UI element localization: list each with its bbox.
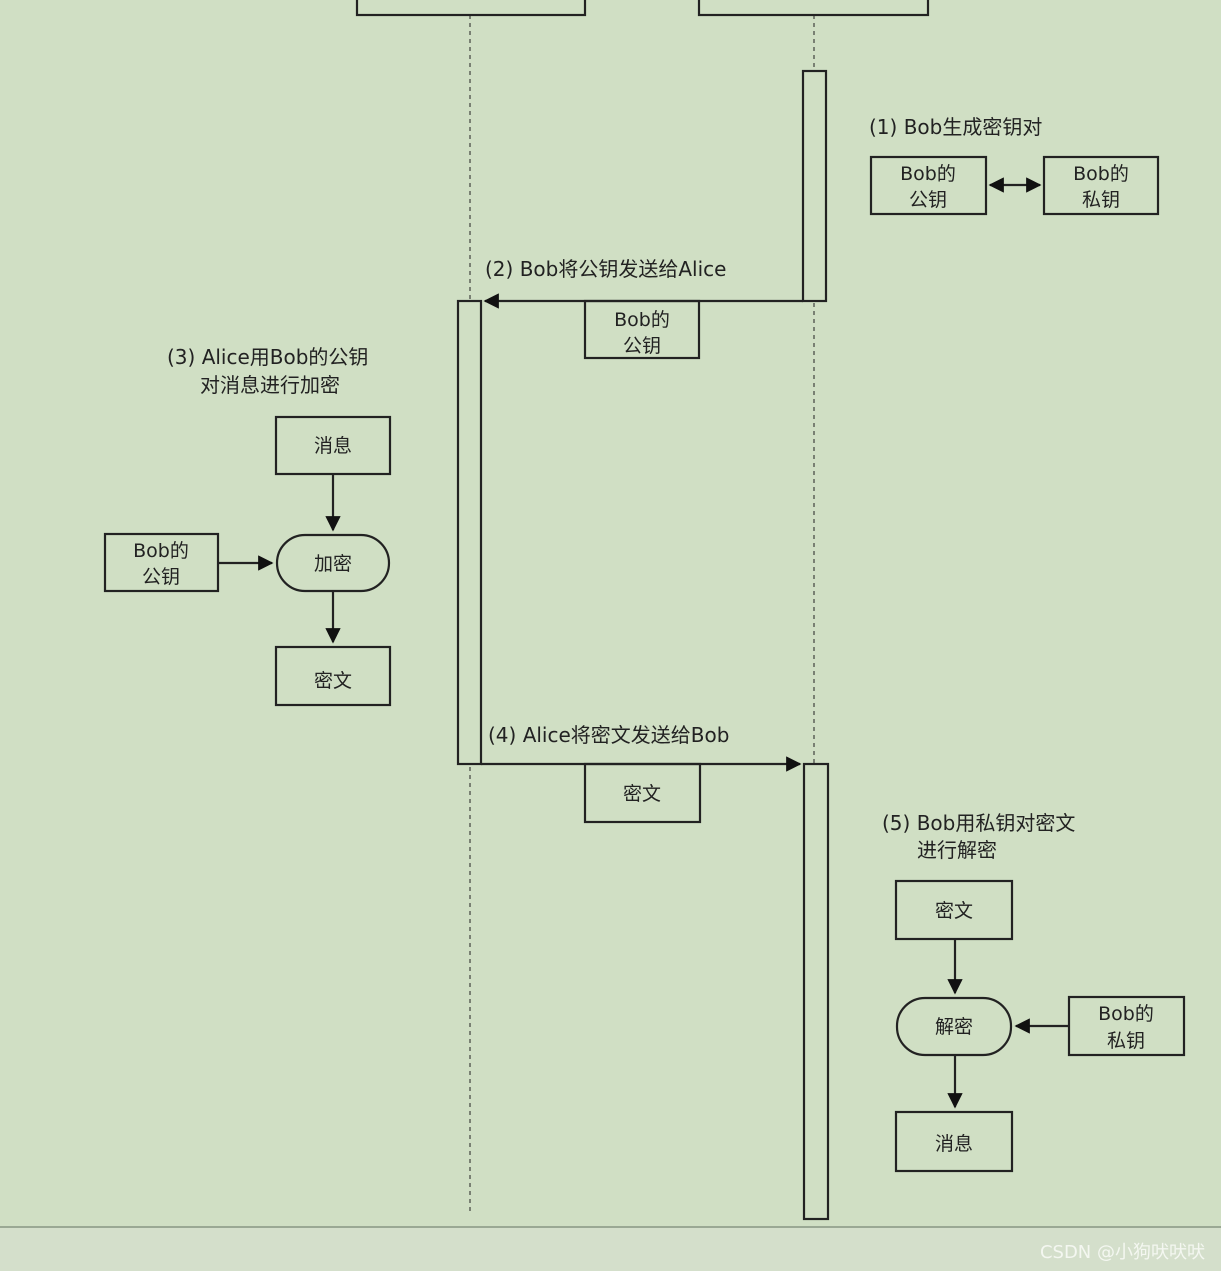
decrypt-operation-text: 解密 [935, 1016, 973, 1038]
bob-activation-2 [802, 762, 830, 1221]
step-4-label: (4) Alice将密文发送给Bob [488, 723, 729, 747]
alice-header-box [355, 0, 587, 17]
decrypt-key-line2: 私钥 [1107, 1030, 1145, 1052]
decrypt-result-box [894, 1110, 1014, 1173]
msg2-public-key-box [583, 299, 701, 360]
alice-activation [456, 299, 483, 766]
bob-public-key-line2: 公钥 [909, 189, 947, 211]
msg4-ciphertext-text: 密文 [623, 783, 661, 805]
encrypt-result-box [274, 645, 392, 707]
encrypt-result-text: 密文 [314, 670, 352, 692]
bob-private-key-box [1042, 155, 1160, 216]
step-2-label: (2) Bob将公钥发送给Alice [485, 257, 726, 281]
msg2-key-line1: Bob的 [614, 309, 670, 331]
bottom-bar [0, 1226, 1221, 1271]
decrypt-result-text: 消息 [935, 1133, 973, 1155]
step-3-label-line2: 对消息进行加密 [200, 373, 340, 397]
encrypt-key-line1: Bob的 [133, 540, 189, 562]
encrypt-message-text: 消息 [314, 435, 352, 457]
bob-private-key-line2: 私钥 [1082, 189, 1120, 211]
encrypt-key-line2: 公钥 [142, 566, 180, 588]
step-3-label-line1: (3) Alice用Bob的公钥 [167, 345, 368, 369]
bob-header-box [697, 0, 930, 17]
decrypt-key-line1: Bob的 [1098, 1003, 1154, 1025]
bob-public-key-box [869, 155, 988, 216]
watermark: CSDN @小狗吠吠吠 [1039, 1242, 1205, 1263]
encrypt-operation-text: 加密 [314, 553, 352, 575]
step-5-label-line1: (5) Bob用私钥对密文 [882, 811, 1075, 835]
step-1-label: (1) Bob生成密钥对 [869, 115, 1042, 139]
msg2-key-line2: 公钥 [623, 335, 661, 357]
step-5-label-line2: 进行解密 [917, 838, 997, 862]
msg4-ciphertext-box [583, 762, 702, 824]
bob-private-key-line1: Bob的 [1073, 163, 1129, 185]
decrypt-ciphertext-text: 密文 [935, 900, 973, 922]
bob-public-key-line1: Bob的 [900, 163, 956, 185]
bob-activation-1 [801, 69, 828, 303]
